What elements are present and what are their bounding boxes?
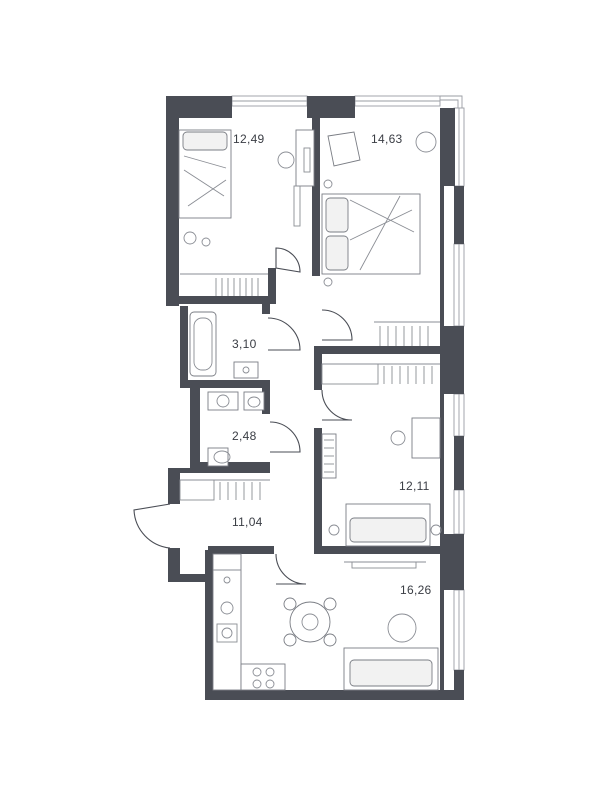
hall-wardrobe xyxy=(179,479,270,501)
walls xyxy=(166,96,464,700)
area-label-bathroom: 3,10 xyxy=(232,337,257,351)
bedroom-2-furniture xyxy=(321,131,440,346)
kitchen-furniture xyxy=(212,553,439,691)
area-label-bedroom-3: 12,11 xyxy=(399,479,430,493)
wc-fixtures xyxy=(207,391,265,467)
bathroom-fixtures xyxy=(189,311,259,379)
area-label-bedroom-1: 12,49 xyxy=(233,132,265,146)
area-label-hall: 11,04 xyxy=(232,515,263,529)
bedroom-1-furniture xyxy=(178,129,315,296)
area-label-wc: 2,48 xyxy=(232,429,257,443)
area-label-bedroom-2: 14,63 xyxy=(371,132,403,146)
bedroom-3-furniture xyxy=(321,363,442,547)
area-label-kitchen-living: 16,26 xyxy=(400,583,432,597)
doors xyxy=(133,247,353,585)
